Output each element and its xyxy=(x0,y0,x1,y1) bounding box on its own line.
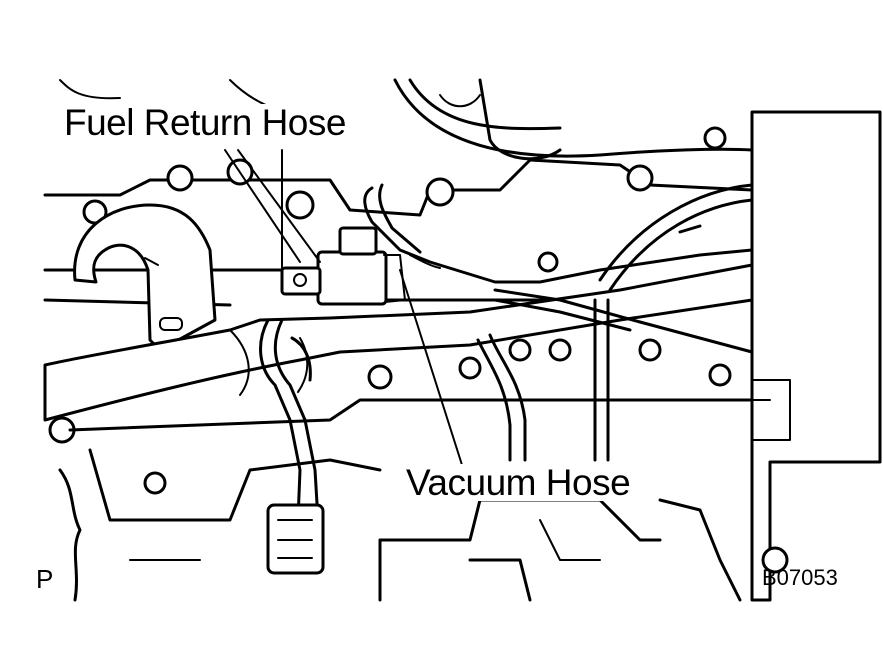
vacuum-hose-label: Vacuum Hose xyxy=(404,462,633,503)
bolt-bosses xyxy=(48,126,789,574)
wire-harness xyxy=(259,318,302,522)
upper-engine-contour xyxy=(393,78,754,158)
lower-block xyxy=(68,398,754,432)
vacuum-leader xyxy=(399,269,463,466)
right-housing xyxy=(750,110,882,602)
fuel-return-leader-2 xyxy=(237,149,321,263)
figure-code: B07053 xyxy=(762,565,838,590)
vacuum-hose-line xyxy=(363,186,754,284)
lifting-bracket xyxy=(73,203,217,352)
fuel-return-hose-label: Fuel Return Hose xyxy=(62,102,348,143)
vsv-valve xyxy=(280,226,406,306)
fuel-return-leader-1 xyxy=(224,149,301,263)
page-marker: P xyxy=(36,564,54,594)
return-tube xyxy=(598,183,754,282)
cylinder-head xyxy=(43,158,754,217)
